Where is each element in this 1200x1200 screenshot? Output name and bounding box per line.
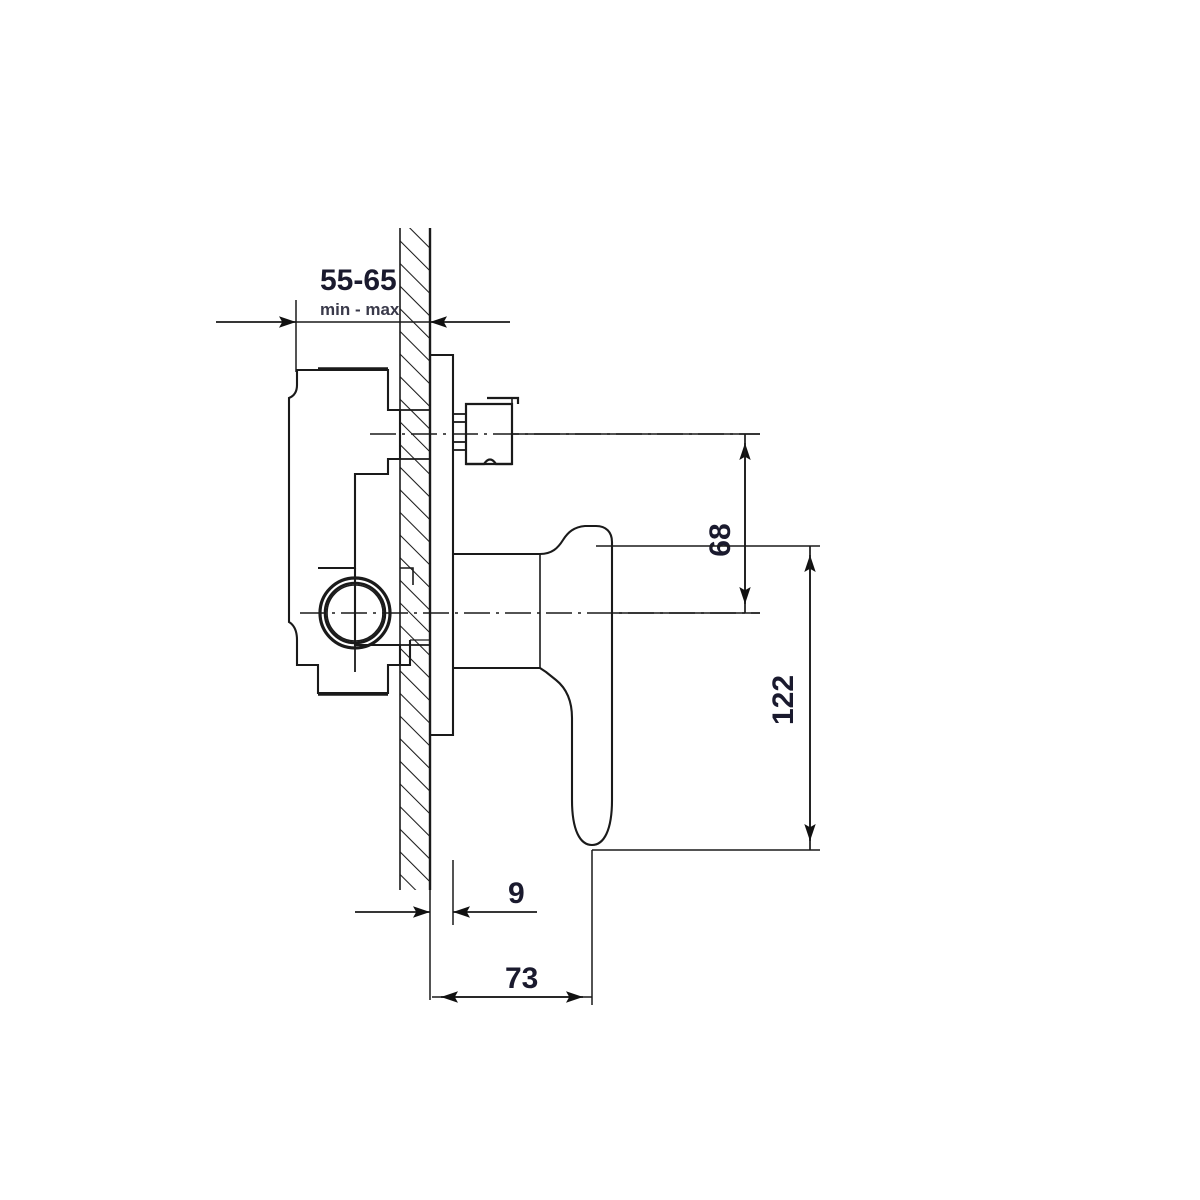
dimension-plate-thickness: 9: [355, 860, 537, 1000]
dim-label-122: 122: [767, 675, 800, 725]
plate-outline: [430, 353, 455, 737]
dim-label-9: 9: [508, 877, 525, 910]
dim-label-68: 68: [704, 523, 737, 556]
body-outline-left: [287, 368, 412, 695]
wall-hatch-fill: [400, 228, 430, 890]
dimension-diverter-offset: 68: [512, 433, 760, 614]
mixer-handle-lever: [453, 524, 614, 847]
dim-label-73: 73: [505, 962, 538, 995]
diverter-cap-top: [487, 396, 520, 404]
escutcheon-plate: [429, 353, 455, 737]
body-outline-upper: [318, 368, 402, 570]
cartridge-bore-upper: [400, 567, 414, 585]
concealed-valve-body: [287, 367, 430, 696]
wall-section: [399, 228, 432, 890]
dim-sublabel-wall-depth: min - max: [320, 300, 400, 319]
dimension-total-projection: 73: [432, 850, 593, 1005]
dimension-wall-depth: 55-65 min - max: [216, 228, 510, 372]
diverter-button-assembly: [453, 396, 520, 466]
dimension-plate-height: 122: [592, 545, 820, 851]
dim-label-wall-depth: 55-65: [320, 264, 397, 297]
diverter-underside: [466, 458, 512, 466]
lever-profile: [539, 524, 614, 847]
